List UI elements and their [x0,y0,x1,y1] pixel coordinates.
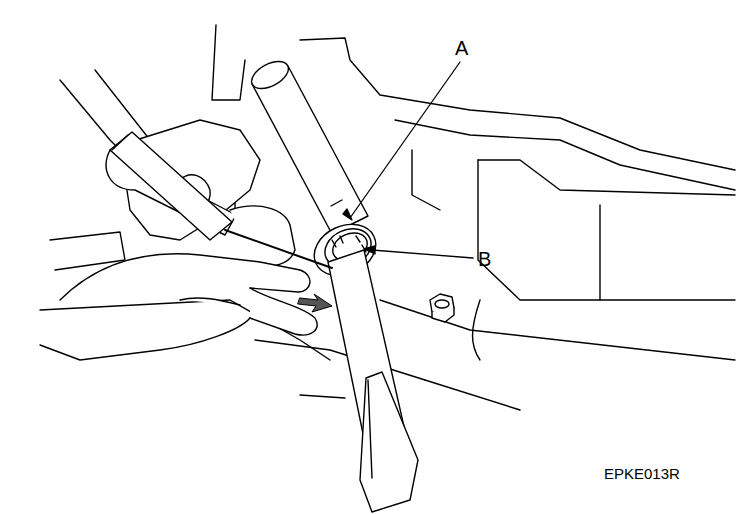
callout-letter: B [478,249,491,269]
callout-letter: A [455,38,468,58]
bolt [430,294,454,322]
driver-shaft [328,250,418,512]
hands [40,70,317,360]
hammer [110,132,332,268]
leader-lines [343,62,473,258]
figure-code: EPKE013R [604,466,680,481]
direction-arrow [298,294,332,312]
